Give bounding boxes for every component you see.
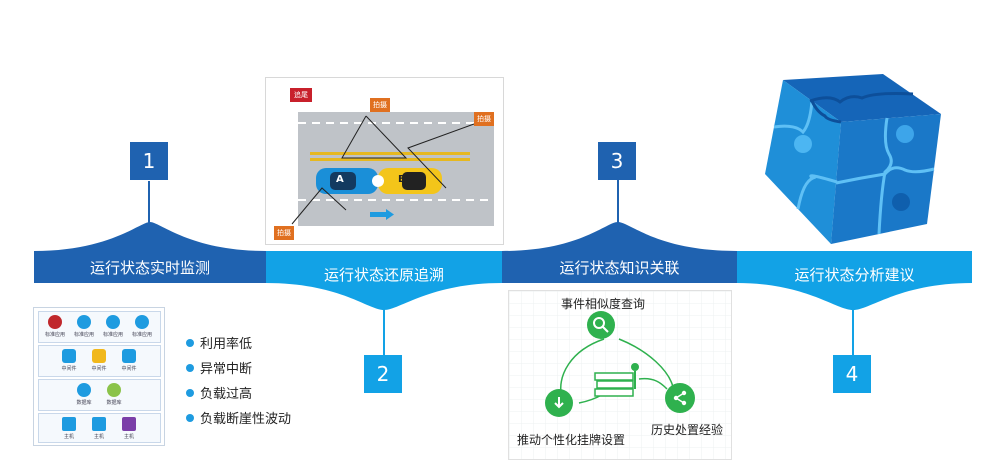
segment-3-shape <box>502 222 737 283</box>
server-label: 中间件 <box>121 366 137 372</box>
step-1-number: 1 <box>130 142 168 180</box>
server-label: 标准应用 <box>44 332 65 338</box>
globe-icon <box>135 315 149 329</box>
middleware-icon <box>122 349 136 363</box>
step-1-label: 运行状态实时监测 <box>89 259 210 277</box>
server-label: 标准应用 <box>102 332 123 338</box>
car-b-label: B <box>398 174 406 185</box>
tag-photo-2: 拍摄 <box>474 112 494 126</box>
globe-icon <box>77 315 91 329</box>
puzzle-cube-illustration <box>765 74 941 244</box>
server-label: 主机 <box>63 434 74 440</box>
connector-2 <box>383 306 385 356</box>
tag-photo-1: 拍摄 <box>370 98 390 112</box>
server-row-database: 数据库 数据库 <box>38 379 161 411</box>
step-3-label: 运行状态知识关联 <box>559 259 680 277</box>
server-label: 主机 <box>93 434 104 440</box>
knowledge-graph <box>509 291 731 459</box>
tag-rear-end: 追尾 <box>290 88 312 102</box>
connector-4 <box>852 306 854 356</box>
bullet-text: 负载过高 <box>200 387 253 402</box>
server-label: 数据库 <box>106 400 122 406</box>
knowledge-panel: 事件相似度查询 推动个性化挂牌设置 历史处置经验 <box>508 290 732 460</box>
bullet-text: 负载断崖性波动 <box>200 412 292 427</box>
server-row-middleware: 中间件 中间件 中间件 <box>38 345 161 377</box>
middleware-icon <box>92 349 106 363</box>
share-icon <box>673 390 687 406</box>
bullet-text: 利用率低 <box>200 337 253 352</box>
monitor-icon <box>92 417 106 431</box>
database-icon <box>77 383 91 397</box>
accident-scene-illustration <box>291 112 494 226</box>
monitor-icon <box>62 417 76 431</box>
connector-1 <box>148 181 150 225</box>
server-label: 中间件 <box>91 366 107 372</box>
globe-icon <box>106 315 120 329</box>
bullet-icon <box>186 338 194 347</box>
search-node <box>587 311 615 339</box>
server-row-apps: 标准应用 标准应用 标准应用 标准应用 <box>38 311 161 343</box>
segment-1-shape <box>34 222 266 283</box>
search-icon <box>593 317 609 333</box>
server-label: 中间件 <box>61 366 77 372</box>
segment-4-shape <box>737 251 972 310</box>
list-item: 利用率低 <box>186 330 291 355</box>
server-label: 数据库 <box>76 400 92 406</box>
database-icon <box>107 383 121 397</box>
car-a-label: A <box>336 174 344 185</box>
step-2-number: 2 <box>364 355 402 393</box>
bullet-icon <box>186 413 194 422</box>
share-node <box>665 383 695 413</box>
globe-icon <box>48 315 62 329</box>
server-row-hosts: 主机 主机 主机 <box>38 413 161 443</box>
bullet-text: 异常中断 <box>200 362 253 377</box>
server-label: 标准应用 <box>131 332 152 338</box>
history-experience-label: 历史处置经验 <box>651 423 724 437</box>
issue-list: 利用率低 异常中断 负载过高 负载断崖性波动 <box>186 330 291 430</box>
download-node <box>545 389 573 417</box>
bullet-icon <box>186 388 194 397</box>
server-label: 标准应用 <box>73 332 94 338</box>
step-3-number: 3 <box>598 142 636 180</box>
connector-3 <box>617 180 619 224</box>
list-item: 负载断崖性波动 <box>186 405 291 430</box>
list-item: 负载过高 <box>186 380 291 405</box>
step-4-label: 运行状态分析建议 <box>794 266 915 284</box>
personalized-setting-label: 推动个性化挂牌设置 <box>517 433 626 447</box>
similarity-query-label: 事件相似度查询 <box>561 297 646 311</box>
download-icon <box>554 397 564 409</box>
step-4-number: 4 <box>833 355 871 393</box>
monitor-icon <box>122 417 136 431</box>
segment-2-shape <box>266 251 502 310</box>
tag-photo-3: 拍摄 <box>274 226 294 240</box>
bullet-icon <box>186 363 194 372</box>
server-grid-card: 标准应用 标准应用 标准应用 标准应用 中间件 中间件 中间件 数据库 数据库 … <box>33 307 165 446</box>
middleware-icon <box>62 349 76 363</box>
list-item: 异常中断 <box>186 355 291 380</box>
server-label: 主机 <box>123 434 134 440</box>
step-2-label: 运行状态还原追溯 <box>323 266 444 284</box>
accident-scene-panel: 追尾 拍摄 拍摄 拍摄 A B <box>265 77 504 245</box>
